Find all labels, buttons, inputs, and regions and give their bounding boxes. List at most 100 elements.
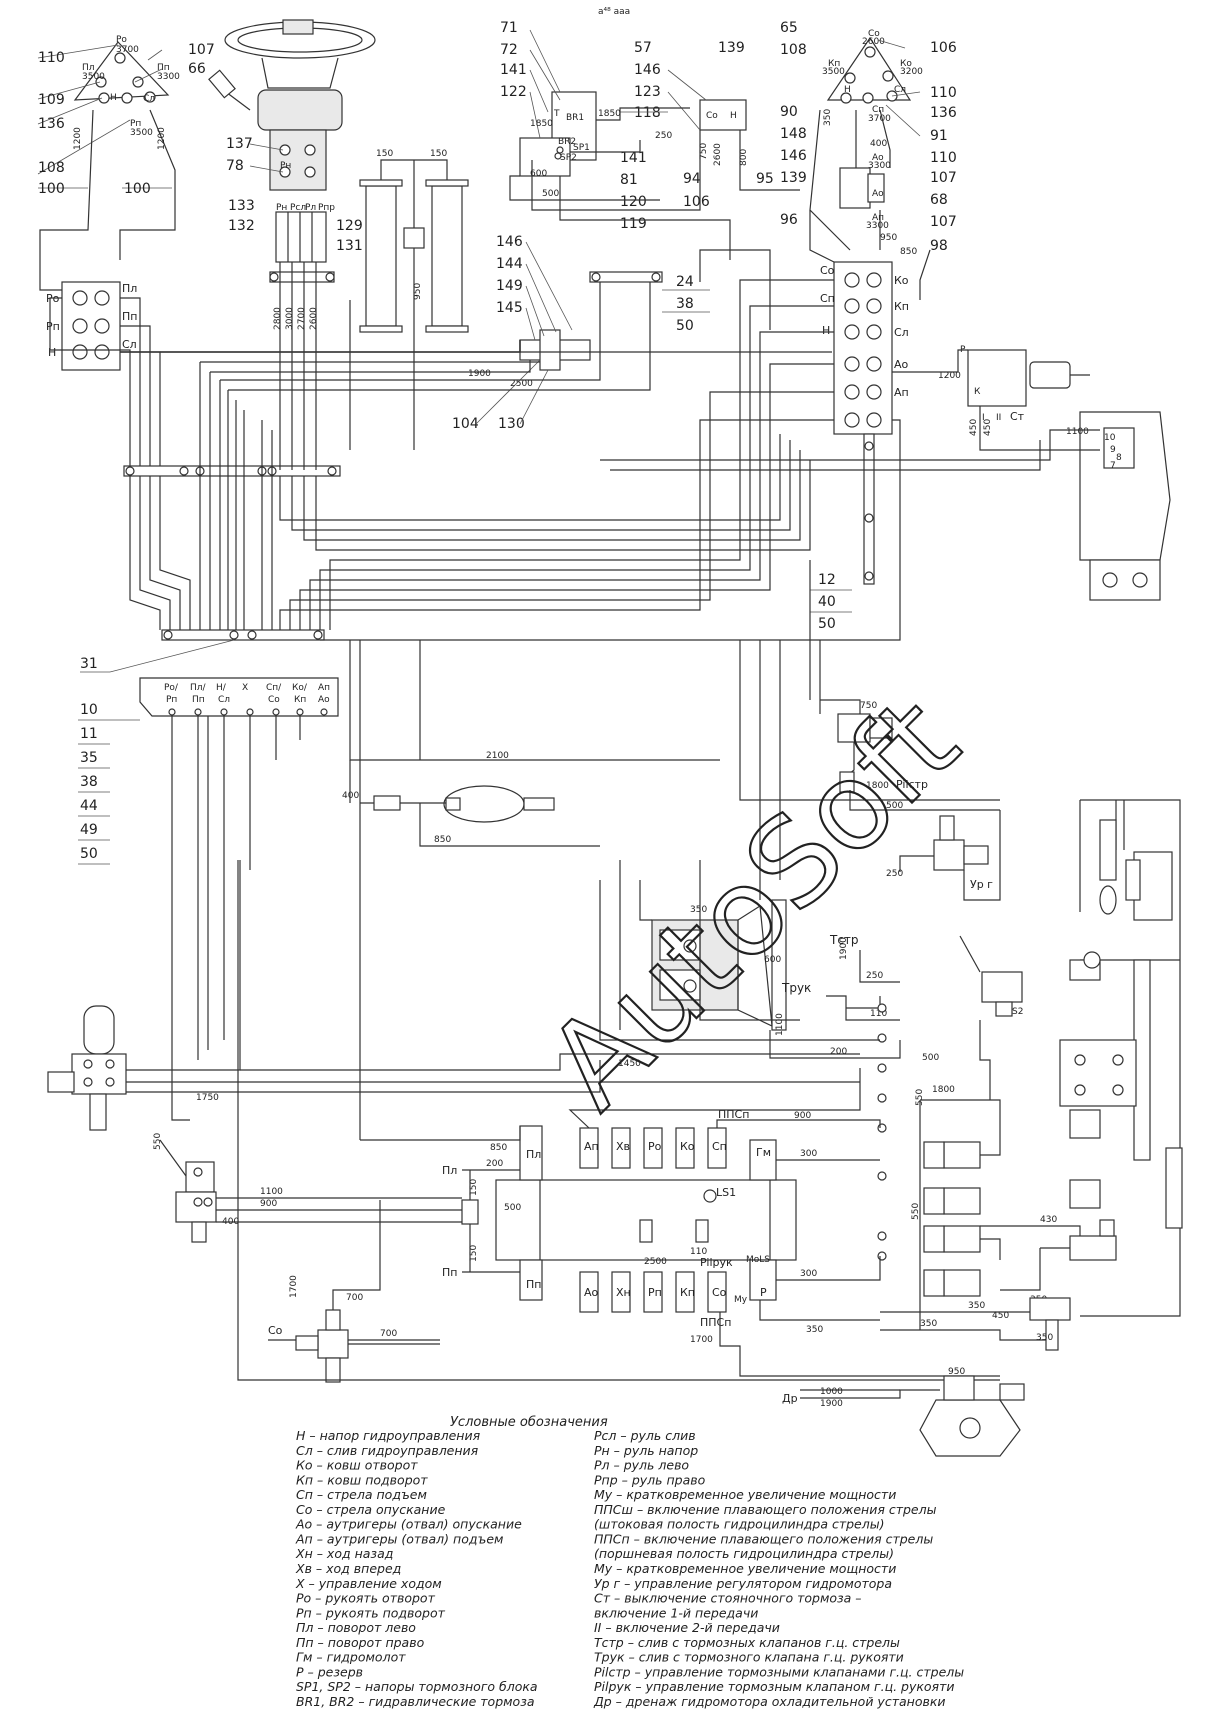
dim-2500b: 2500 bbox=[644, 1257, 667, 1267]
valve-bottom-right: 350 450 350 350 bbox=[880, 1297, 1071, 1351]
ro-top-label: Ро bbox=[116, 35, 127, 45]
park-brake-valve-block: Р К I II Ст bbox=[960, 345, 1090, 423]
dim-500b: 500 bbox=[886, 801, 903, 811]
pp-top-value: 3300 bbox=[157, 72, 180, 82]
n9-label: 9 bbox=[1110, 445, 1116, 455]
callout-149: 149 bbox=[496, 278, 523, 294]
sl-top-label: Сл bbox=[143, 94, 155, 104]
left-accumulator-valve: 1750 bbox=[47, 860, 860, 1131]
rp-top-value: 3500 bbox=[130, 128, 153, 138]
pressure-accumulators: 150 150 950 bbox=[359, 149, 469, 450]
dim-550: 550 bbox=[915, 1089, 925, 1106]
dim-700: 700 bbox=[346, 1293, 363, 1303]
sl2-label: Сл bbox=[894, 326, 909, 339]
dim-500d: 500 bbox=[922, 1053, 939, 1063]
travel-lever bbox=[1099, 819, 1141, 915]
dim-1700: 1700 bbox=[289, 1275, 299, 1298]
sp2b-label: Сп bbox=[712, 1140, 727, 1153]
b10-x: Х bbox=[242, 683, 248, 693]
valve-52: S2 bbox=[959, 935, 1023, 1100]
callout-137: 137 bbox=[226, 136, 253, 152]
cooling-pump bbox=[919, 1375, 1025, 1457]
legend-right-item: (штоковая полость гидроцилиндра стрелы) bbox=[594, 1517, 884, 1532]
callout-146b: 146 bbox=[780, 148, 807, 164]
p2-label: Р bbox=[760, 1286, 767, 1299]
legend-left-item: Сл – слив гидроуправления bbox=[296, 1443, 479, 1458]
middle-accumulator: 400 850 2100 bbox=[342, 751, 600, 847]
so3-label: Со bbox=[706, 111, 718, 121]
dim-850: 850 bbox=[900, 247, 917, 257]
legend-right-item: Тстр – слив с тормозных клапанов г.ц. ст… bbox=[594, 1635, 900, 1650]
callout-90: 90 bbox=[780, 104, 798, 120]
br1-label: BR1 bbox=[566, 113, 584, 123]
callout-81: 81 bbox=[620, 172, 638, 188]
legend-right-item: ППСш – включение плавающего положения ст… bbox=[594, 1502, 937, 1517]
pilctmp-label: Pilстр bbox=[896, 778, 928, 791]
so4-label: Со bbox=[712, 1286, 727, 1299]
tstr-label: Тстр bbox=[829, 933, 859, 947]
dim-150c: 150 bbox=[469, 1179, 479, 1196]
callout-148: 148 bbox=[780, 126, 807, 142]
dim-900b: 900 bbox=[794, 1111, 811, 1121]
sl-label: Сл bbox=[122, 338, 137, 351]
ko2-label: Ко bbox=[680, 1140, 695, 1153]
callout-49: 49 bbox=[80, 822, 98, 838]
dim-430: 430 bbox=[1040, 1215, 1057, 1225]
s2-label: S2 bbox=[1012, 1007, 1023, 1017]
block-57: Со Н bbox=[699, 99, 747, 131]
callout-119: 119 bbox=[620, 216, 647, 232]
sl-r-label: Сл bbox=[894, 85, 906, 95]
callout-65: 65 bbox=[780, 20, 798, 36]
legend-left-item: SP1, SP2 – напоры тормозного блока bbox=[296, 1679, 538, 1694]
callout-44: 44 bbox=[80, 798, 98, 814]
callout-129: 129 bbox=[336, 218, 363, 234]
n3-label: Н bbox=[730, 111, 737, 121]
n10-label: 10 bbox=[1104, 433, 1116, 443]
callout-139b: 139 bbox=[780, 170, 807, 186]
dim-750b: 750 bbox=[860, 701, 877, 711]
callout-72: 72 bbox=[500, 42, 518, 58]
legend-left-item: Хв – ход вперед bbox=[295, 1561, 401, 1576]
n-label: Н bbox=[48, 346, 56, 359]
callout-list-10: 10 11 35 38 44 49 50 bbox=[78, 702, 140, 865]
dim-900: 900 bbox=[260, 1199, 277, 1209]
ao-r-value: 3300 bbox=[868, 161, 891, 171]
dim-1100b: 1100 bbox=[775, 1013, 785, 1036]
gearbox: 10 9 8 7 bbox=[1079, 411, 1171, 601]
ko-r-value: 3200 bbox=[900, 67, 923, 77]
b10-sl: Сл bbox=[218, 695, 230, 705]
callout-146: 146 bbox=[634, 62, 661, 78]
br2-label: BR2 bbox=[558, 137, 576, 147]
callout-132: 132 bbox=[228, 218, 255, 234]
legend-right-column: Рсл – руль слив Рн – руль напор Рл – рул… bbox=[593, 1428, 964, 1709]
legend-right-item: Му – кратковременное увеличение мощности bbox=[594, 1561, 896, 1576]
legend-right-item: Pilрук – управление тормозным клапаном г… bbox=[594, 1679, 954, 1694]
callout-98: 98 bbox=[930, 238, 948, 254]
callout-136b: 136 bbox=[930, 105, 957, 121]
callout-100a: 100 bbox=[38, 181, 65, 197]
pl-label: Пл bbox=[122, 282, 137, 295]
callout-11: 11 bbox=[80, 726, 98, 742]
pl-top-value: 3500 bbox=[82, 72, 105, 82]
ppsp-label: ППСп bbox=[718, 1108, 749, 1121]
callout-50c: 50 bbox=[80, 846, 98, 862]
legend-left-item: Со – стрела опускание bbox=[296, 1502, 446, 1517]
b10-sp: Сп/ bbox=[266, 683, 282, 693]
rl-label: Рл bbox=[305, 203, 316, 213]
so-label: Со bbox=[820, 264, 835, 277]
dim-750: 750 bbox=[699, 143, 709, 160]
callout-35: 35 bbox=[80, 750, 98, 766]
legend-right-item: Рл – руль лево bbox=[594, 1458, 689, 1473]
legend-left-item: Хн – ход назад bbox=[295, 1546, 393, 1561]
callout-123: 123 bbox=[634, 84, 661, 100]
legend-right-item: Pilстр – управление тормозными клапанами… bbox=[594, 1664, 964, 1679]
kp2-label: Кп bbox=[680, 1286, 695, 1299]
left-joystick-plate: Ро 3700 Пл 3500 Пп 3300 Н Сл Рп 3500 bbox=[73, 35, 180, 138]
pp4-label: Пп bbox=[442, 1266, 457, 1279]
right-distributor: Со Ко Сп Кп Н Сл Ао Ап bbox=[820, 261, 909, 435]
ap-r-label: Ап bbox=[872, 213, 884, 223]
pl2-label: Пл bbox=[526, 1148, 541, 1161]
legend-right-item: Др – дренаж гидромотора охладительной ус… bbox=[593, 1694, 946, 1709]
b10-so: Со bbox=[268, 695, 280, 705]
dim-110: 110 bbox=[870, 1009, 887, 1019]
